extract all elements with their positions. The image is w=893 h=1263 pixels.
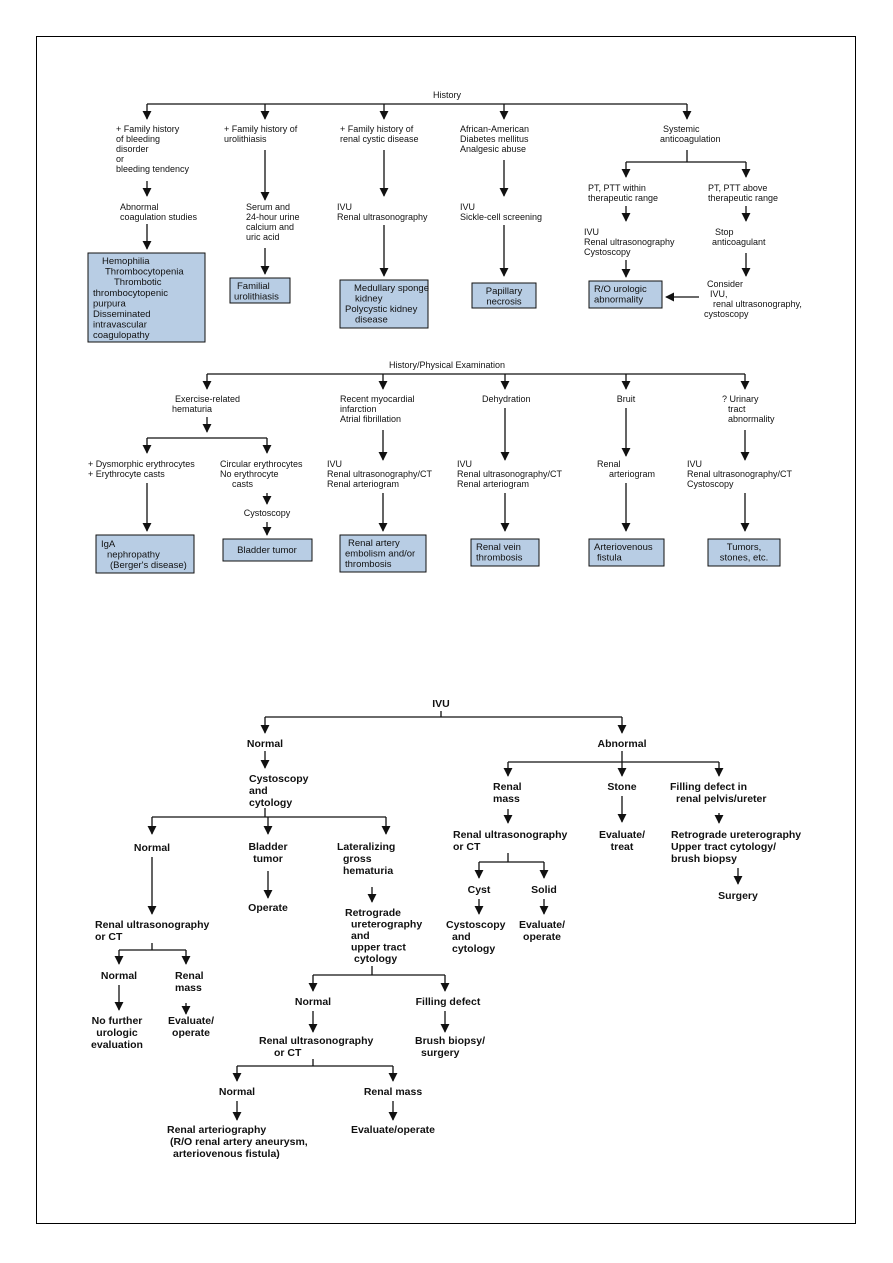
dehydration-node: Dehydration (482, 394, 531, 404)
papillary-necrosis-box (471, 282, 537, 309)
bleeding-disorders-box (87, 252, 206, 343)
familial-urolithiasis-box (229, 277, 291, 304)
svg-text:Bladder tumor: Bladder tumor (237, 545, 297, 556)
dysmorphic-node: + Dysmorphic erythrocytes+ Erythrocyte c… (88, 459, 195, 479)
ivu-normal: Normal (247, 738, 283, 750)
history-title: History (433, 90, 462, 100)
page-border (36, 36, 856, 1224)
cystoscopy-mid-node: Cystoscopy (244, 508, 291, 518)
cyst-node: Cyst (468, 884, 491, 896)
renal-mass-node-2: Renal mass (364, 1086, 423, 1098)
normal-2: Normal (134, 842, 170, 854)
solid-node: Solid (531, 884, 557, 896)
renal-artery-embolism-box (339, 534, 427, 573)
history-physical-title: History/Physical Examination (389, 360, 505, 370)
normal-4: Normal (295, 996, 331, 1008)
normal-3: Normal (101, 970, 137, 982)
medullary-polycystic-box (339, 279, 429, 329)
evaluate-operate-node-3: Evaluate/operate (519, 919, 565, 943)
evaluate-operate-node-2: Evaluate/operate (351, 1124, 435, 1136)
ro-urologic-box (588, 280, 663, 309)
filling-defect-node: Filling defect (416, 996, 481, 1008)
arteriovenous-fistula-box (588, 538, 665, 567)
svg-text:Tumors,stones, etc.: Tumors,stones, etc. (720, 542, 769, 564)
bladder-tumor-box (222, 538, 313, 562)
iga-nephropathy-box (95, 534, 195, 574)
ivu-root: IVU (432, 698, 450, 710)
renal-arteriography-node: Renal arteriography(R/O renal artery ane… (167, 1124, 308, 1160)
evaluate-operate-node-1: Evaluate/operate (168, 1015, 214, 1039)
renal-vein-thrombosis-box (470, 538, 540, 567)
normal-5: Normal (219, 1086, 255, 1098)
operate-node: Operate (248, 902, 288, 914)
stone-node: Stone (607, 781, 636, 793)
ivu-abnormal: Abnormal (597, 738, 646, 750)
brush-biopsy-node: Brush biopsy/surgery (415, 1035, 485, 1059)
bruit-node: Bruit (617, 394, 636, 404)
surgery-node: Surgery (718, 890, 758, 902)
evaluate-treat-node: Evaluate/treat (599, 829, 645, 853)
tumors-stones-box (707, 538, 781, 567)
